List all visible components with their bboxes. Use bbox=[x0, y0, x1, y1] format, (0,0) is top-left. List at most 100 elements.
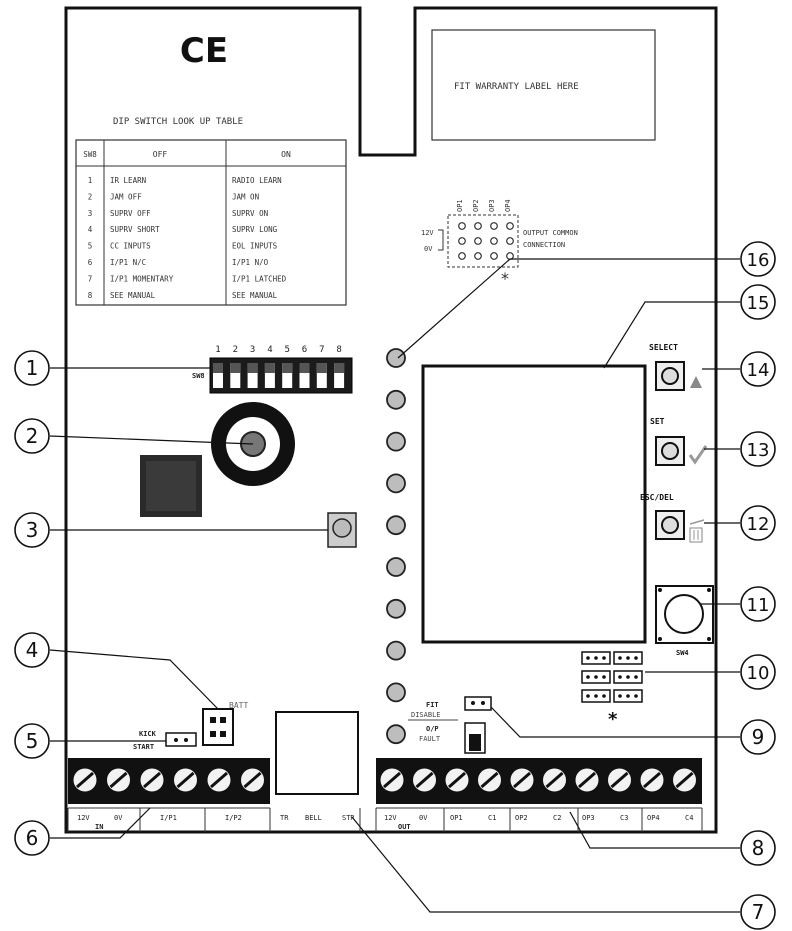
set-button[interactable]: SET bbox=[650, 417, 708, 466]
output-common-asterisk: * bbox=[501, 269, 509, 288]
fit-disable-jumper: FIT DISABLE O/P FAULT bbox=[408, 696, 492, 754]
svg-text:DISABLE: DISABLE bbox=[411, 711, 441, 719]
pin bbox=[490, 252, 498, 260]
svg-text:3: 3 bbox=[26, 518, 39, 542]
led-indicator bbox=[386, 473, 406, 494]
terminal-label: OP4 bbox=[647, 814, 660, 822]
callout-7: 7 bbox=[740, 894, 776, 930]
svg-text:4: 4 bbox=[26, 638, 39, 662]
terminal-label: OP1 bbox=[450, 814, 463, 822]
dip-table-header-on: ON bbox=[281, 150, 291, 159]
svg-text:OP1: OP1 bbox=[456, 199, 464, 212]
dip-toggle-knob bbox=[230, 363, 241, 373]
terminal-label: 12V bbox=[384, 814, 397, 822]
callout-14: 14 bbox=[740, 351, 776, 387]
svg-text:I/P2: I/P2 bbox=[225, 814, 242, 822]
svg-text:KICK: KICK bbox=[139, 730, 157, 738]
callout-leaders bbox=[49, 258, 740, 913]
pin bbox=[474, 237, 482, 245]
svg-text:OP2: OP2 bbox=[472, 199, 480, 212]
dip-table-off: SEE MANUAL bbox=[110, 291, 156, 300]
callout-4: 4 bbox=[14, 632, 50, 668]
svg-text:STR: STR bbox=[342, 814, 355, 822]
dip-table-off: I/P1 N/C bbox=[110, 258, 146, 267]
dip-switch-number: 3 bbox=[250, 345, 255, 355]
dip-table-num: 3 bbox=[88, 209, 93, 218]
dip-table-on: EOL INPUTS bbox=[232, 242, 278, 251]
svg-text:6: 6 bbox=[26, 826, 39, 850]
callout-12: 12 bbox=[740, 505, 776, 541]
pin bbox=[474, 222, 482, 230]
dip-table-num: 4 bbox=[88, 225, 93, 234]
svg-text:2: 2 bbox=[26, 424, 39, 448]
dip-table-off: CC INPUTS bbox=[110, 242, 151, 251]
dip-table-off: JAM OFF bbox=[110, 192, 142, 201]
dip-switch-number: 4 bbox=[267, 345, 272, 355]
led-indicator bbox=[386, 682, 406, 703]
svg-text:TR: TR bbox=[280, 814, 289, 822]
dip-table-num: 2 bbox=[88, 192, 93, 201]
led-indicator bbox=[386, 724, 406, 745]
svg-text:5: 5 bbox=[26, 729, 39, 753]
callout-15: 15 bbox=[740, 284, 776, 320]
terminal-block-left bbox=[68, 758, 270, 804]
dip-toggle-knob bbox=[299, 363, 310, 373]
dip-toggle[interactable] bbox=[299, 363, 310, 388]
dip-switch-number: 8 bbox=[336, 345, 341, 355]
dip-table-on: I/P1 N/O bbox=[232, 258, 269, 267]
terminal-label: OP2 bbox=[515, 814, 528, 822]
dip-table-on: JAM ON bbox=[232, 192, 259, 201]
callout-16: 16 bbox=[740, 241, 776, 277]
terminal-label: C3 bbox=[620, 814, 628, 822]
output-common-label-1: OUTPUT COMMON bbox=[523, 229, 578, 237]
dip-table-off: SUPRV SHORT bbox=[110, 225, 160, 234]
dip-toggle[interactable] bbox=[334, 363, 345, 388]
esc-del-button[interactable]: ESC/DEL bbox=[640, 493, 705, 543]
pin bbox=[490, 237, 498, 245]
dip-toggle[interactable] bbox=[230, 363, 241, 388]
svg-text:1: 1 bbox=[26, 356, 39, 380]
dip-toggle[interactable] bbox=[264, 363, 275, 388]
dip-toggle[interactable] bbox=[316, 363, 327, 388]
led-indicator bbox=[386, 431, 406, 452]
sw4-button[interactable]: SW4 bbox=[655, 585, 714, 657]
pin bbox=[490, 222, 498, 230]
svg-text:FIT: FIT bbox=[426, 701, 439, 709]
dip-table-header-sw: SW8 bbox=[83, 150, 97, 159]
svg-text:BELL: BELL bbox=[305, 814, 322, 822]
led-indicator bbox=[386, 598, 406, 619]
dip-toggle[interactable] bbox=[213, 363, 223, 388]
lcd-display bbox=[421, 364, 647, 644]
microcontroller-chip bbox=[140, 455, 202, 517]
callout-3: 3 bbox=[14, 512, 50, 548]
pin bbox=[458, 252, 466, 260]
dip-switch-label: SW8 bbox=[192, 372, 205, 380]
callout-13: 13 bbox=[740, 431, 776, 467]
svg-text:14: 14 bbox=[747, 360, 770, 381]
led-column bbox=[386, 348, 406, 745]
jumper-block bbox=[581, 651, 643, 703]
dip-table-title: DIP SWITCH LOOK UP TABLE bbox=[113, 117, 243, 127]
svg-text:12: 12 bbox=[747, 514, 770, 535]
dip-toggle[interactable] bbox=[282, 363, 293, 388]
led-indicator bbox=[386, 348, 406, 368]
output-row-12v: 12V bbox=[421, 229, 434, 237]
dip-toggle[interactable] bbox=[247, 363, 258, 388]
dip-table-on: SEE MANUAL bbox=[232, 291, 278, 300]
dip-table-off: IR LEARN bbox=[110, 176, 146, 185]
check-icon bbox=[688, 445, 708, 465]
jumper-asterisk: * bbox=[608, 709, 618, 730]
svg-text:FAULT: FAULT bbox=[419, 735, 441, 743]
callout-11: 11 bbox=[740, 586, 776, 622]
output-row-0v: 0V bbox=[424, 245, 433, 253]
select-button[interactable]: SELECT bbox=[649, 343, 702, 391]
dip-table-on: RADIO LEARN bbox=[232, 176, 282, 185]
terminal-label: OP3 bbox=[582, 814, 595, 822]
svg-text:7: 7 bbox=[752, 900, 765, 924]
dip-switch-number: 7 bbox=[319, 345, 324, 355]
